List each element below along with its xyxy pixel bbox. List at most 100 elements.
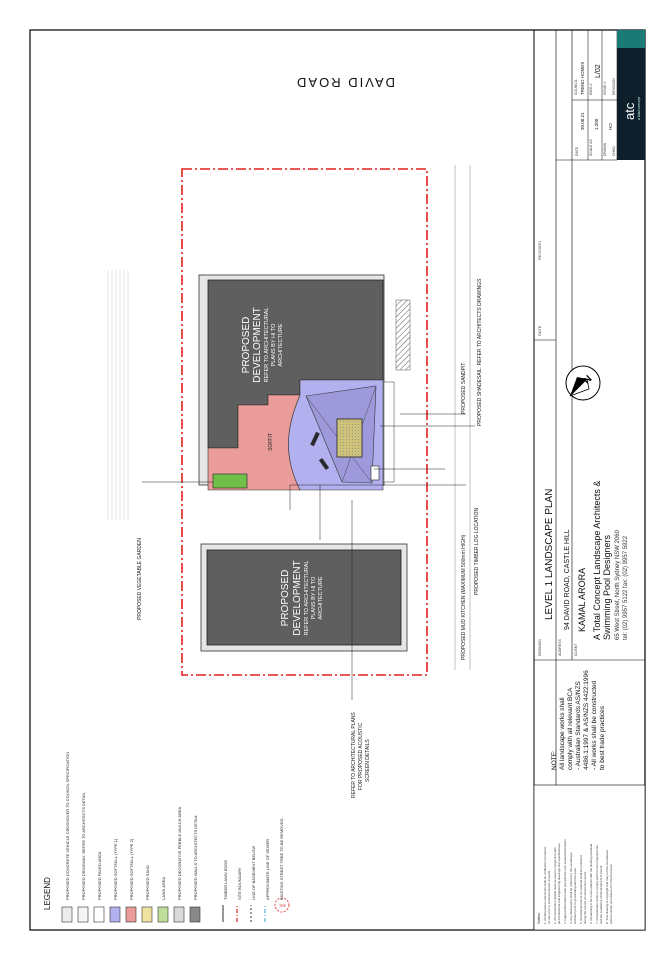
tb-firm-address: 65 West Street, North Sydney NSW 2060 [615, 529, 621, 640]
gn-l4: 3. Figured dimensions take precedence ov… [563, 838, 567, 924]
tb-label-council: COUNCIL [574, 79, 578, 95]
note-l4: 4486.1:1997 & AS/NZS 4422:1996 [583, 670, 590, 770]
tb-date-value: 30.08.21 [580, 112, 585, 130]
legend-label-4: PROPOSED SOFTFALL (TYPE 2) [129, 838, 134, 900]
gn-l2: 2. All construction details must be read… [553, 847, 557, 924]
mud-kitchen [370, 465, 380, 481]
legend-swatch-2 [93, 906, 105, 923]
dev-lower-l3: REFER TO ARCHITECTURAL [304, 561, 310, 636]
gn-l6: Architect prior to proceeding with the w… [573, 867, 577, 924]
gn-l9: 6. All planting to be in accordance with… [589, 843, 593, 924]
proposed-development-lower [200, 543, 408, 652]
tb-label-issue: ISSUE # [603, 82, 607, 95]
legend: LEGEND PROPOSED CONCRETE VEHICLE CROSSOV… [43, 752, 290, 923]
legend-swatches: PROPOSED CONCRETE VEHICLE CROSSOVER TO C… [61, 752, 201, 923]
legend-swatch-4 [125, 906, 137, 923]
dev-main-l5: ARCHITECTURE [278, 323, 284, 366]
tb-drawn-value: HO [608, 123, 613, 130]
vegetable-garden-bed [212, 473, 248, 489]
note-l5: - All works shall be constructed [591, 680, 598, 770]
tb-client: KAMAL ARORA [577, 568, 587, 632]
legend-label-0: PROPOSED CONCRETE VEHICLE CROSSOVER TO C… [65, 752, 70, 900]
label-timber-log: PROPOSED TIMBER LOG LOCATION [474, 508, 480, 595]
tb-label-drawing: DRAWING [538, 639, 542, 656]
gn-l3: all Architectural and Engineering drawin… [557, 842, 561, 924]
tb-firm-line1: A Total Concept Landscape Architects & [592, 481, 602, 640]
legend-swatch-0 [61, 906, 73, 923]
legend-label-6: LAWN AREA [161, 876, 166, 900]
label-mud-kitchen: PROPOSED MUD KITCHEN (MAXIMUM 500mm HIGH… [461, 534, 467, 660]
dev-lower-l2: DEVELOPMENT [292, 560, 303, 636]
legend-label-8: PROPOSED WALLS TO ARCHITECTS DETAIL [193, 814, 198, 900]
gn-l10: 7. All landscape works to comply with Co… [595, 845, 599, 924]
neighbour-fence [107, 270, 129, 520]
atc-logo-panel [617, 30, 645, 160]
road-kerb-lines [454, 165, 471, 670]
tb-address: 94 DAVID ROAD, CASTLE HILL [564, 529, 571, 630]
tb-label-date: DATE [537, 325, 542, 336]
dev-lower-l1: PROPOSED [280, 570, 291, 627]
tb-firm-line2: Swimming Pool Designers [602, 534, 612, 640]
atc-logo-sub: a total concept [637, 97, 641, 120]
legend-line-label-2: LINE OF BASEMENT BELOW [251, 846, 256, 900]
dev-lower-l4: PLANS BY HI TO [311, 576, 317, 620]
timber-log-2 [318, 457, 330, 471]
dev-main-l2: DEVELOPMENT [252, 307, 263, 383]
gn-l12: 8. This drawing is copyright and may not… [605, 850, 609, 924]
tb-label-date2: DATE [575, 146, 579, 156]
legend-swatch-1 [77, 906, 89, 923]
label-sandpit: PROPOSED SANDPIT [461, 363, 467, 414]
legend-label-1: PROPOSED DRIVEWAY. REFER TO ARCHITECTS D… [81, 792, 86, 901]
legend-tre-tag: TRE [279, 904, 287, 908]
legend-swatch-3 [109, 906, 121, 923]
gn-l7: 5. All existing trees to be retained sha… [579, 855, 583, 924]
legend-label-2: PROPOSED PAVED AREA [97, 851, 102, 900]
tb-label-dwg: DWG # [589, 83, 593, 95]
proposed-development-main [198, 274, 411, 491]
tb-label-client: CLIENT [574, 643, 578, 656]
gn-heading: Notes: [536, 912, 541, 924]
tb-label-revision: REVISION [537, 241, 542, 260]
tb-label-scale: SCALE A3 [589, 139, 593, 156]
legend-line-label-1: SITE BOUNDARY [237, 867, 242, 900]
tb-dwg-value: L/02 [595, 64, 602, 78]
dev-lower-l5: ARCHITECTURE [318, 576, 324, 619]
label-acoustic-2: FOR PROPOSED ACOUSTIC [358, 722, 364, 790]
tb-drawing-title: LEVEL 1 LANDSCAPE PLAN [544, 489, 555, 620]
label-veg-garden: PROPOSED VEGETABLE GARDEN [137, 538, 143, 620]
timber-log-1 [310, 431, 320, 447]
legend-swatch-6 [157, 906, 169, 923]
legend-line-label-4: EXISTING STREET TREE TO BE REMOVED [279, 818, 284, 900]
gn-l0: 1. All dimensions and levels shall be ve… [543, 847, 547, 924]
legend-label-7: PROPOSED DECORATIVE PEBBLE MULCH AREA [177, 806, 182, 900]
atc-logo-text: atc [622, 102, 637, 120]
note-l2: comply with all relevant BCA [567, 687, 574, 770]
street-tree-symbol: TRE [274, 897, 290, 913]
road-name: DAVID ROAD [295, 75, 395, 90]
tb-label-chkd: CHKD [612, 146, 616, 156]
legend-swatch-7 [173, 906, 185, 923]
general-notes-block: Notes: 1. All dimensions and levels shal… [533, 784, 646, 931]
dev-main-l1: PROPOSED [241, 317, 252, 374]
tb-label-address: ADDRESS [558, 638, 562, 656]
dev-main-l3: REFER TO ARCHITECTURAL [264, 308, 270, 383]
tb-label-revision2: REVISION [612, 78, 616, 95]
site-boundary [181, 168, 428, 676]
gn-l8: during the course of construction works. [583, 871, 587, 924]
legend-label-5: PROPOSED SAND [145, 865, 150, 900]
label-acoustic-3: SCREEN DETAILS [365, 739, 371, 782]
stair-hatch [395, 299, 411, 371]
dev-main-l4: PLANS BY HI TO [271, 323, 277, 367]
label-acoustic-1: REFER TO ARCHITECTURAL PLANS [351, 712, 357, 798]
legend-label-3: PROPOSED SOFTFALL (TYPE 1) [113, 838, 118, 900]
legend-swatch-8 [189, 906, 201, 923]
tb-council-value: TREND HOMES [580, 62, 585, 95]
leader-lines [142, 413, 475, 700]
note-l1: All landscape works shall [559, 697, 566, 770]
tb-scale-value: 1:200 [594, 118, 599, 130]
note-l3: - Australian Standards AS/NZS [575, 680, 582, 770]
gn-l5: 4. Any discrepancy shall be referred to … [569, 852, 573, 924]
legend-line-samples [222, 905, 266, 922]
